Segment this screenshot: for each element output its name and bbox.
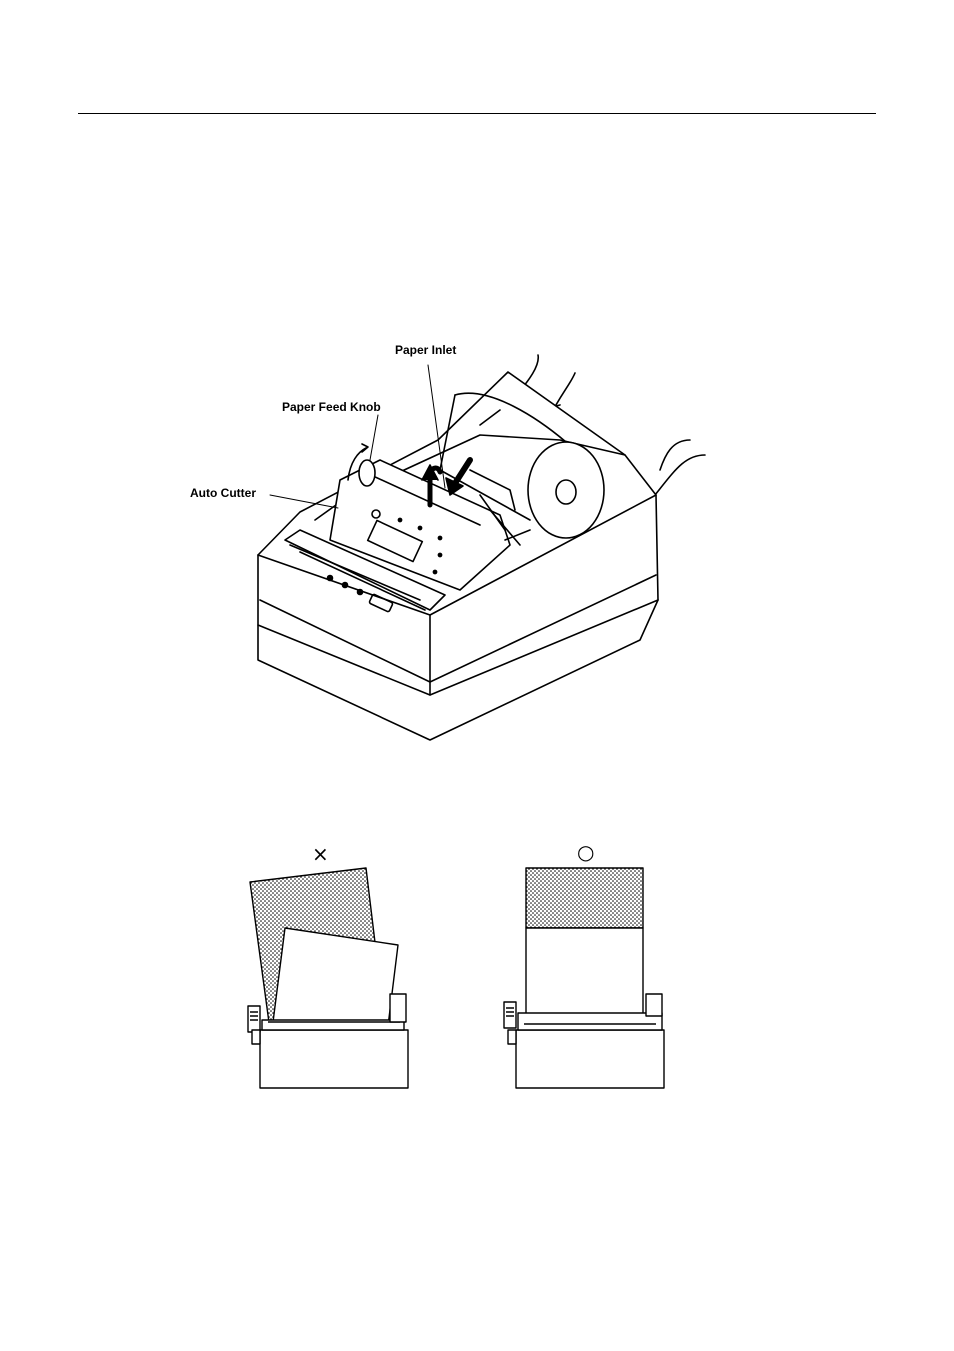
paper-sheet-skewed [272,928,398,1030]
header-rule [78,113,876,114]
printer-mech [260,1030,408,1088]
correct-mark: ○ [577,842,594,862]
paper-roll-straight [526,868,643,928]
paper-roll [528,442,604,538]
label-auto-cutter: Auto Cutter [190,486,256,500]
printer-mech [516,1030,664,1088]
label-paper-feed-knob: Paper Feed Knob [282,400,381,414]
rear-cable [655,455,705,495]
correct-insertion-illustration [495,860,675,1095]
rear-cable [660,440,690,470]
paper-sheet-straight [526,928,643,1025]
label-paper-inlet: Paper Inlet [395,343,456,357]
incorrect-insertion-illustration [240,860,420,1095]
paper-feed-knob [359,460,375,486]
printer-illustration [180,330,740,750]
